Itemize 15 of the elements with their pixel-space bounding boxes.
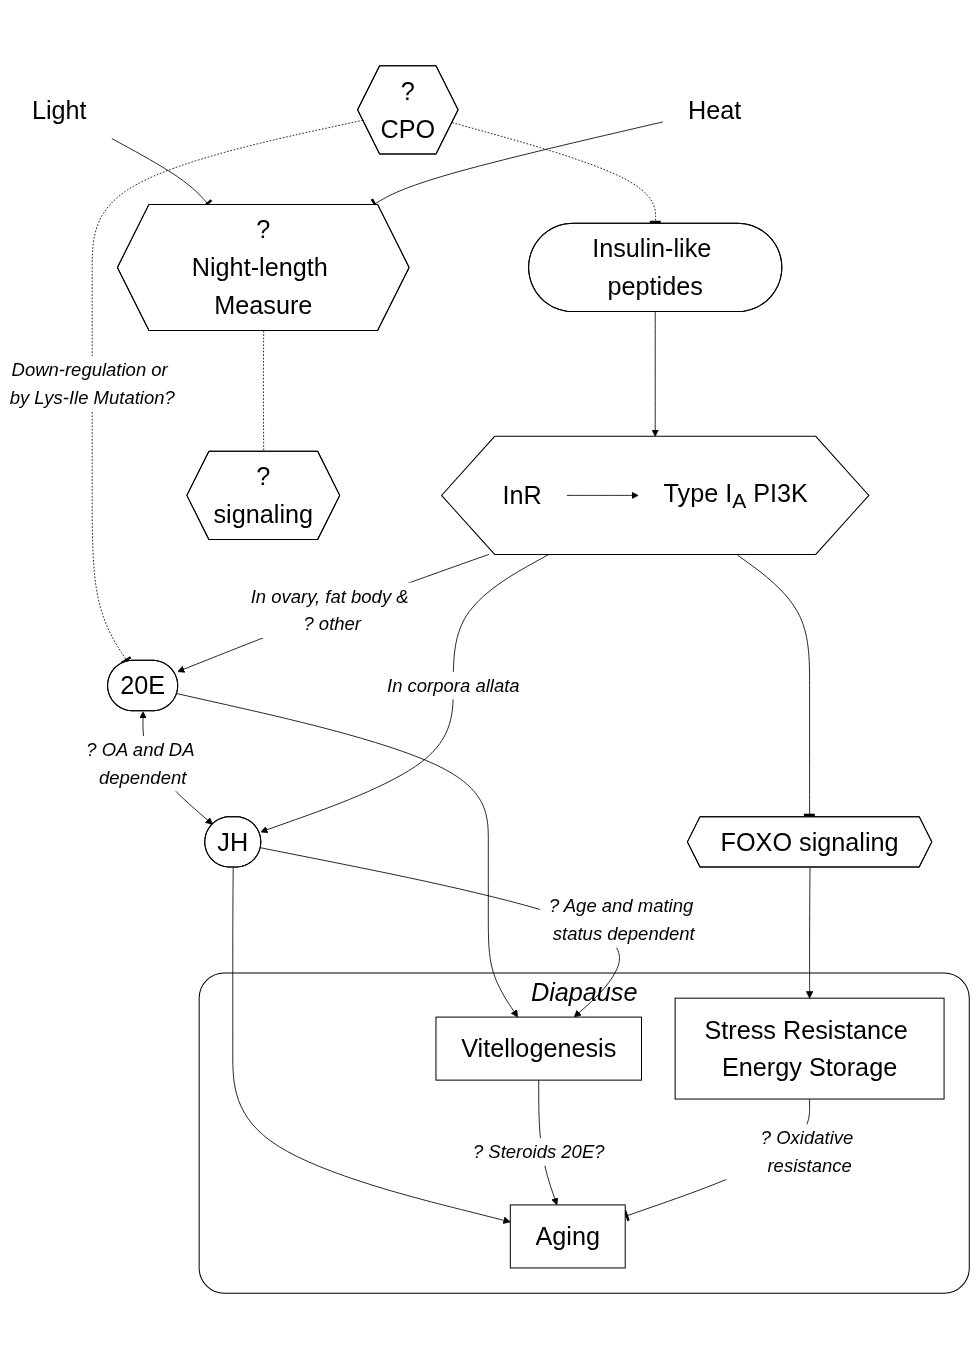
node-box: Stress Resistance Energy Storage [674,997,945,1100]
edge-label: ? Oxidative resistance [760,1127,854,1177]
edge-label: In ovary, fat body & ? other [250,585,409,635]
node-text: InR [502,481,542,510]
node-text: Light [31,96,87,124]
cluster [440,435,870,555]
edge-label: Down-regulation or by Lys-Ile Mutation? [9,359,175,408]
node-box: Vitellogenesis [435,1016,642,1081]
edge-label: ? Steroids 20E? [472,1141,605,1163]
edge-label: ? OA and DA dependent [86,739,194,789]
node-box: Aging [509,1204,626,1269]
node-text: Heat [688,96,742,124]
edge-label: In corpora allata [387,675,520,697]
edge-label: ? Age and mating status dependent [549,895,695,945]
node-text: Type I$_{A}$ PI3K [663,479,808,513]
